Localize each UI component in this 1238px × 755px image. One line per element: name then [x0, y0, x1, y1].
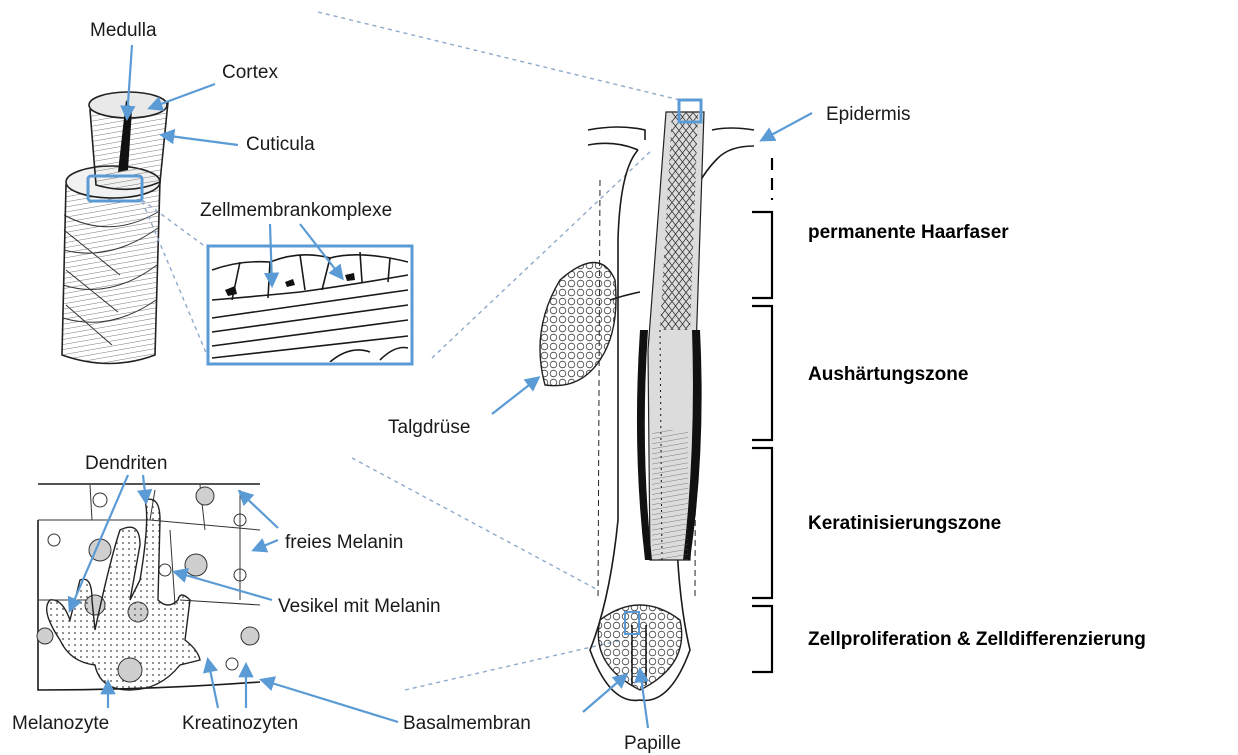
zone-label-4: Zellproliferation & Zelldifferenzierung	[808, 629, 1146, 650]
label-freies-melanin: freies Melanin	[285, 532, 403, 553]
brace-aushaertungszone	[752, 306, 772, 440]
brace-keratinisierungszone	[752, 448, 772, 598]
label-zellmembrankomplexe: Zellmembrankomplexe	[200, 200, 392, 221]
brace-zellproliferation	[752, 606, 772, 672]
zone-label-3: Keratinisierungszone	[808, 513, 1001, 534]
brace-permanente-haarfaser	[752, 212, 772, 298]
label-papille: Papille	[624, 733, 681, 754]
label-cuticula: Cuticula	[246, 134, 315, 155]
zone-label-1: permanente Haarfaser	[808, 222, 1009, 243]
hair-follicle-illustration	[540, 100, 754, 700]
label-epidermis: Epidermis	[826, 104, 910, 125]
label-talgdruese: Talgdrüse	[388, 417, 470, 438]
cell-membrane-zoom: Zellmembrankomplexe	[142, 200, 412, 364]
label-melanozyte: Melanozyte	[12, 713, 109, 734]
label-vesikel: Vesikel mit Melanin	[278, 596, 441, 617]
label-medulla: Medulla	[90, 20, 157, 41]
label-kreatinozyten: Kreatinozyten	[182, 713, 298, 734]
zone-braces	[752, 158, 772, 672]
label-dendriten: Dendriten	[85, 453, 167, 474]
hair-shaft-illustration	[62, 92, 168, 364]
label-cortex: Cortex	[222, 62, 278, 83]
label-basalmembran: Basalmembran	[403, 713, 531, 734]
zone-labels: permanente Haarfaser Aushärtungszone Ker…	[808, 222, 1146, 650]
zone-label-2: Aushärtungszone	[808, 364, 968, 385]
